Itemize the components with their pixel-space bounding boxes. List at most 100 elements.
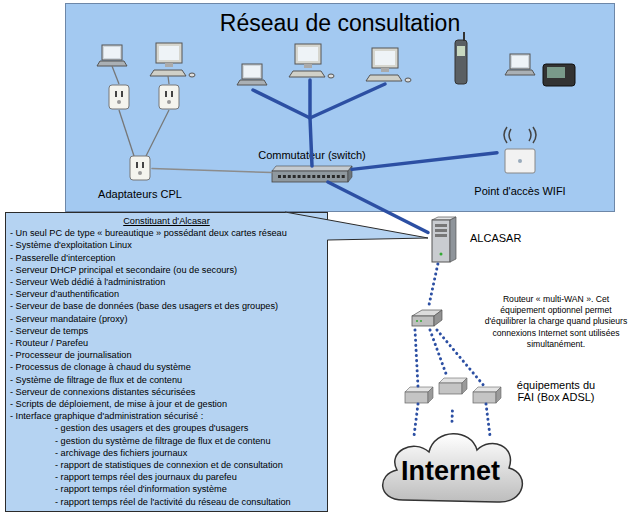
network-zone: Réseau de consultationAdaptateurs CPL Com… — [65, 3, 615, 212]
graphic-part — [288, 175, 291, 178]
router-icon — [408, 308, 444, 330]
plc-adapter-icon — [128, 155, 152, 181]
node-label: Internet — [373, 456, 528, 486]
wifi-icon — [497, 125, 543, 175]
graphic-part — [272, 171, 348, 182]
list-item: - Processeur de journalisation — [10, 349, 323, 361]
graphic-part — [278, 175, 281, 178]
graphic-part — [428, 387, 433, 403]
node-label: Réseau de consultation — [66, 10, 614, 36]
list-item: - Interface graphique d'administration s… — [10, 410, 323, 422]
graphic-part — [439, 383, 462, 394]
node-label: Commutateur (switch) — [242, 149, 382, 161]
list-item: - rapport temps réel d'information systè… — [10, 483, 323, 495]
graphic-part — [504, 127, 536, 143]
graphic-part — [130, 156, 150, 180]
graphic-part — [412, 316, 434, 326]
graphic-part — [505, 149, 535, 173]
node-label: ALCASAR — [470, 232, 560, 244]
graphic-part — [533, 127, 536, 143]
graphic-part — [138, 171, 142, 175]
graphic-part — [342, 175, 345, 178]
dotted-link — [428, 264, 437, 308]
internet-cloud: Internet — [373, 422, 528, 510]
graphic-part — [473, 392, 496, 403]
wifi-access-point: Point d'accès WIFI — [497, 125, 543, 175]
list-heading: Constituant d'Alcasar — [10, 215, 323, 227]
multiwan-router: Routeur « multi-WAN ». Cet équipement op… — [408, 308, 444, 330]
isp-equipment: équipements du FAI (Box ADSL) — [403, 375, 503, 411]
component-list: Constituant d'Alcasar- Un seul PC de typ… — [5, 212, 328, 512]
list-item: - Serveur de connexions distantes sécuri… — [10, 386, 323, 398]
list-item: - gestion des usagers et des groupes d'u… — [10, 422, 323, 434]
graphic-part — [303, 175, 306, 178]
node-label: Adaptateurs CPL — [85, 188, 195, 200]
server-icon — [428, 216, 458, 264]
list-item: - Passerelle d'interception — [10, 252, 323, 264]
list-item: - Serveur mandataire (proxy) — [10, 313, 323, 325]
list-item: - Système d'exploitation Linux — [10, 239, 323, 251]
graphic-part — [136, 162, 138, 168]
graphic-part — [435, 229, 447, 232]
list-item: - Routeur / Parefeu — [10, 337, 323, 349]
graphic-part — [529, 129, 531, 141]
graphic-part — [504, 127, 507, 143]
graphic-part — [435, 224, 447, 227]
graphic-part — [405, 392, 428, 403]
graphic-part — [317, 175, 320, 178]
list-item: - Système de filtrage de flux et de cont… — [10, 374, 323, 386]
node-label: Routeur « multi-WAN ». Cet équipement op… — [484, 294, 628, 350]
list-item: - Serveur d'authentification — [10, 288, 323, 300]
alcasar-server: ALCASAR — [428, 216, 458, 264]
node-label: équipements du FAI (Box ADSL) — [511, 379, 601, 403]
graphic-part — [337, 175, 340, 178]
plc-adapter: Adaptateurs CPL — [128, 155, 152, 181]
graphic-part — [486, 404, 490, 436]
graphic-part — [415, 330, 418, 387]
graphic-part — [327, 175, 330, 178]
graphic-part — [450, 217, 456, 262]
dotted-links — [414, 330, 490, 436]
dotted-link — [451, 411, 454, 422]
graphic-part — [509, 129, 511, 141]
graphic-part — [440, 253, 443, 256]
switch-icon — [272, 166, 352, 182]
graphic-part — [142, 162, 144, 168]
list-item: - rapport temps réel des journaux du par… — [10, 471, 323, 483]
graphic-part — [416, 320, 418, 322]
network-switch: Commutateur (switch) — [272, 166, 352, 182]
list-item: - Serveur de temps — [10, 325, 323, 337]
graphic-part — [272, 166, 352, 171]
dotted-link — [430, 330, 446, 375]
graphic-part — [462, 378, 467, 394]
graphic-part — [434, 310, 442, 326]
graphic-part — [307, 175, 310, 178]
graphic-part — [518, 159, 522, 163]
graphic-part — [420, 320, 422, 322]
graphic-part — [312, 175, 315, 178]
graphic-part — [298, 175, 301, 178]
graphic-part — [293, 175, 296, 178]
list-item: - gestion du système de filtrage de flux… — [10, 435, 323, 447]
graphic-part — [322, 175, 325, 178]
list-item: - Processus de clonage à chaud du systèm… — [10, 361, 323, 373]
list-item: - rapport de statistiques de connexion e… — [10, 459, 323, 471]
graphic-part — [496, 387, 501, 403]
graphic-part — [348, 166, 352, 182]
graphic-part — [414, 404, 418, 436]
graphic-part — [432, 220, 450, 262]
graphic-part — [435, 234, 447, 237]
list-item: - Serveur DHCP principal et secondaire (… — [10, 264, 323, 276]
list-item: - Serveur Web dédié à l'administration — [10, 276, 323, 288]
list-item: - Serveur de base de données (base des u… — [10, 300, 323, 312]
list-item: - rapport temps réel de l'activité du ré… — [10, 496, 323, 508]
list-item: - Scripts de déploiement, de mise à jour… — [10, 398, 323, 410]
adsl-box-icons — [403, 375, 503, 411]
list-item: - Un seul PC de type « bureautique » pos… — [10, 227, 323, 239]
node-label: Point d'accès WIFI — [460, 185, 580, 197]
graphic-part — [332, 175, 335, 178]
list-item: - archivage des fichiers journaux — [10, 447, 323, 459]
graphic-part — [437, 330, 485, 387]
graphic-part — [283, 175, 286, 178]
